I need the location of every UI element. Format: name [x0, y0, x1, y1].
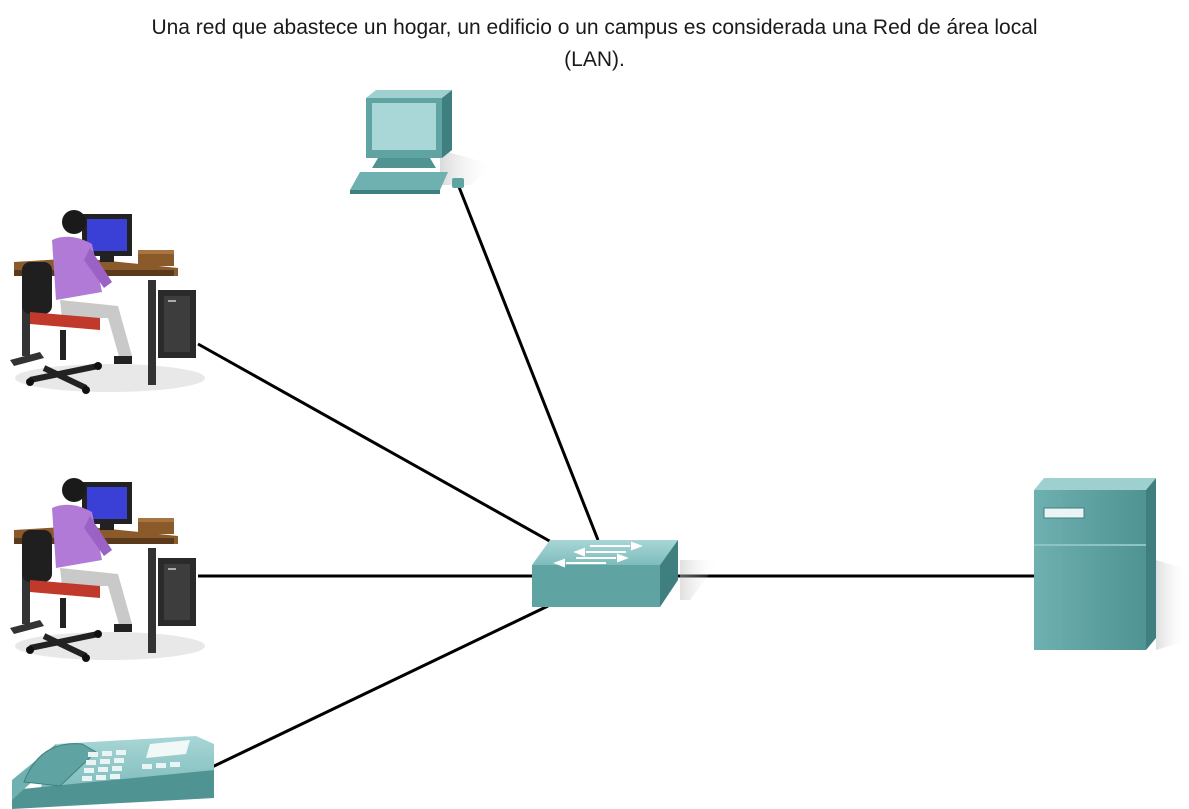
workstation-user-icon[interactable] [10, 210, 205, 394]
workstation-user-icon[interactable] [10, 478, 205, 662]
link-computer-to-switch [457, 186, 600, 541]
server-tower-icon[interactable] [1034, 478, 1189, 650]
network-links [197, 186, 1036, 770]
link-phone-to-switch [209, 604, 549, 770]
lan-switch-icon[interactable] [532, 540, 720, 607]
ip-phone-icon[interactable] [12, 736, 214, 809]
link-workstation1-to-switch [197, 342, 563, 550]
desktop-computer-icon[interactable] [350, 90, 495, 194]
diagram-caption: Una red que abastece un hogar, un edific… [0, 12, 1189, 76]
caption-line-1: Una red que abastece un hogar, un edific… [151, 16, 1038, 39]
caption-line-2: (LAN). [564, 48, 625, 71]
